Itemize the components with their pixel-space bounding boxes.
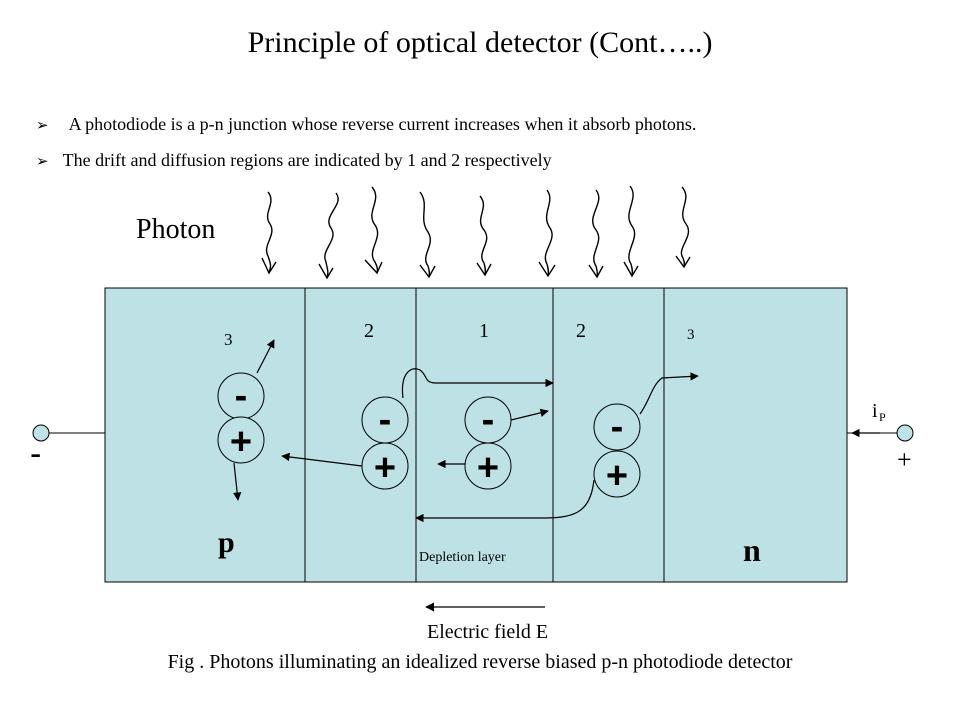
bullet-drift-diffusion: ➢ The drift and diffusion regions are in… — [36, 150, 552, 171]
arrow-bullet-icon: ➢ — [36, 115, 49, 134]
hole-sign: + — [606, 455, 628, 497]
carrier-circles — [217, 372, 641, 498]
electric-field-label: Electric field E — [427, 621, 548, 643]
hole-circle — [593, 450, 641, 498]
hole-collect-arrow — [415, 479, 595, 523]
hole-sign: + — [477, 447, 499, 489]
electron-diffusion-arrow — [256, 339, 275, 374]
left-terminal — [32, 424, 50, 442]
bullet-text: The drift and diffusion regions are indi… — [62, 150, 552, 170]
photon-wave — [371, 186, 379, 274]
region-label-1: 1 — [479, 320, 489, 342]
right-terminal — [896, 424, 914, 442]
region-label-3-right: 3 — [687, 327, 695, 343]
hole-drift-arrow — [281, 452, 363, 467]
p-region-label: p — [218, 526, 235, 559]
hole-sign: + — [374, 447, 396, 489]
electron-sign: - — [482, 399, 495, 441]
figure-caption: Fig . Photons illuminating an idealized … — [168, 651, 793, 673]
photon-wave — [265, 191, 273, 273]
hole-sign: + — [230, 421, 252, 463]
photon-wave — [479, 195, 488, 275]
slide-title: Principle of optical detector (Cont…..) — [247, 26, 713, 59]
arrow-bullet-icon: ➢ — [36, 151, 49, 170]
photon-wave — [324, 192, 339, 278]
region-label-3-left: 3 — [224, 330, 233, 349]
photon-wave — [680, 186, 690, 267]
region-label-2-right: 2 — [576, 320, 586, 342]
electron-sign: - — [379, 399, 392, 441]
n-region-label: n — [743, 532, 761, 568]
bullet-photodiode-definition: ➢ A photodiode is a p-n junction whose r… — [36, 114, 696, 135]
electron-drift-arrow — [401, 368, 554, 399]
depletion-layer-label: Depletion layer — [419, 550, 506, 565]
photon-wave — [628, 185, 636, 276]
electron-sign: - — [235, 375, 248, 417]
current-subscript: P — [879, 410, 886, 424]
right-terminal-sign: + — [897, 445, 912, 474]
hole-circle — [464, 442, 512, 490]
region-label-2-left: 2 — [364, 320, 374, 342]
photon-wave — [592, 189, 600, 277]
hole-circle — [217, 416, 265, 464]
photon-label: Photon — [136, 214, 215, 245]
carrier-arrows — [233, 339, 699, 523]
left-terminal-sign: - — [30, 435, 41, 473]
bullet-text: A photodiode is a p-n junction whose rev… — [68, 114, 697, 134]
electron-collect-arrow — [639, 372, 699, 415]
photon-wave — [544, 189, 553, 276]
photon-waves — [261, 185, 691, 280]
current-label: i — [872, 400, 878, 422]
electron-sign: - — [611, 406, 624, 448]
electron-drift-arrow — [510, 408, 549, 421]
hole-diffusion-arrow — [233, 462, 242, 501]
photon-wave — [419, 191, 431, 277]
electron-circle — [593, 403, 641, 451]
